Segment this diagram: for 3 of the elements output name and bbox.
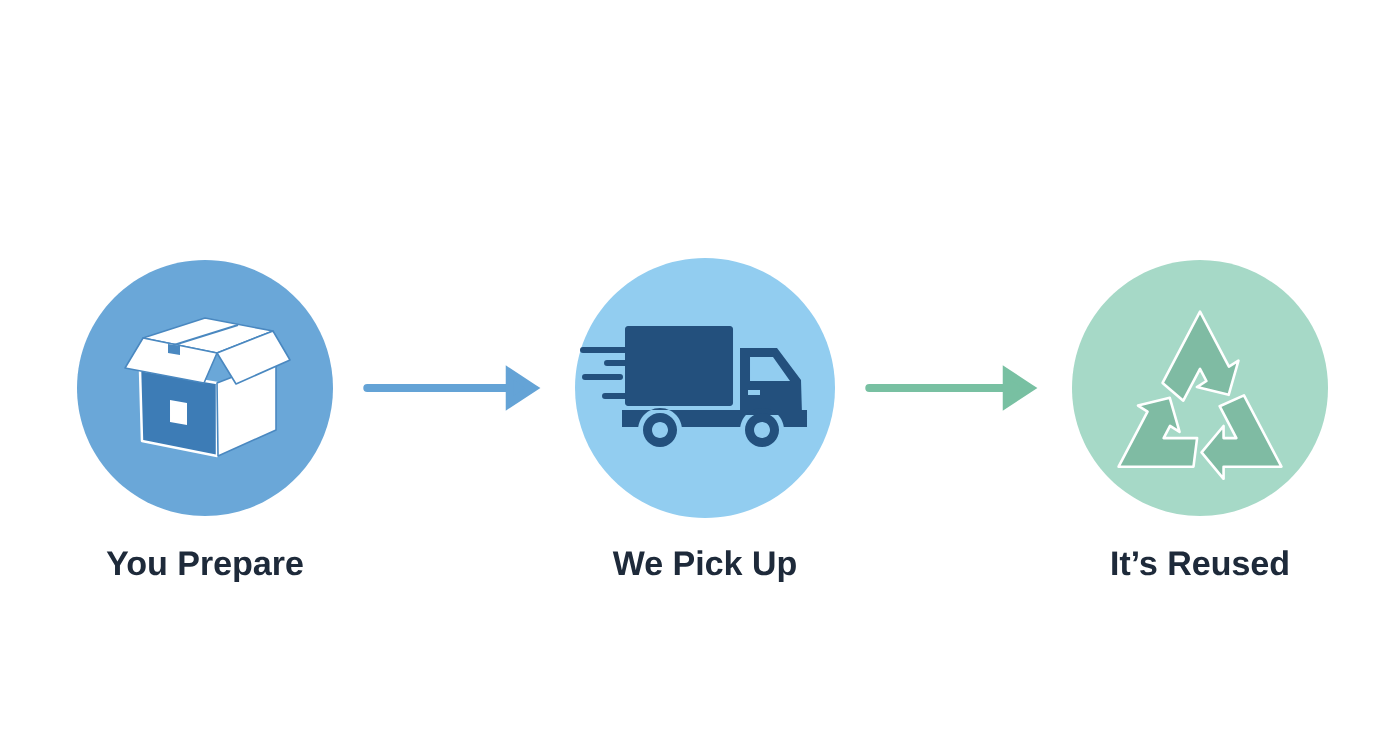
step-label: You Prepare xyxy=(106,551,303,583)
step-label: It’s Reused xyxy=(1112,550,1288,576)
step-label: We Pick Up xyxy=(612,550,796,583)
